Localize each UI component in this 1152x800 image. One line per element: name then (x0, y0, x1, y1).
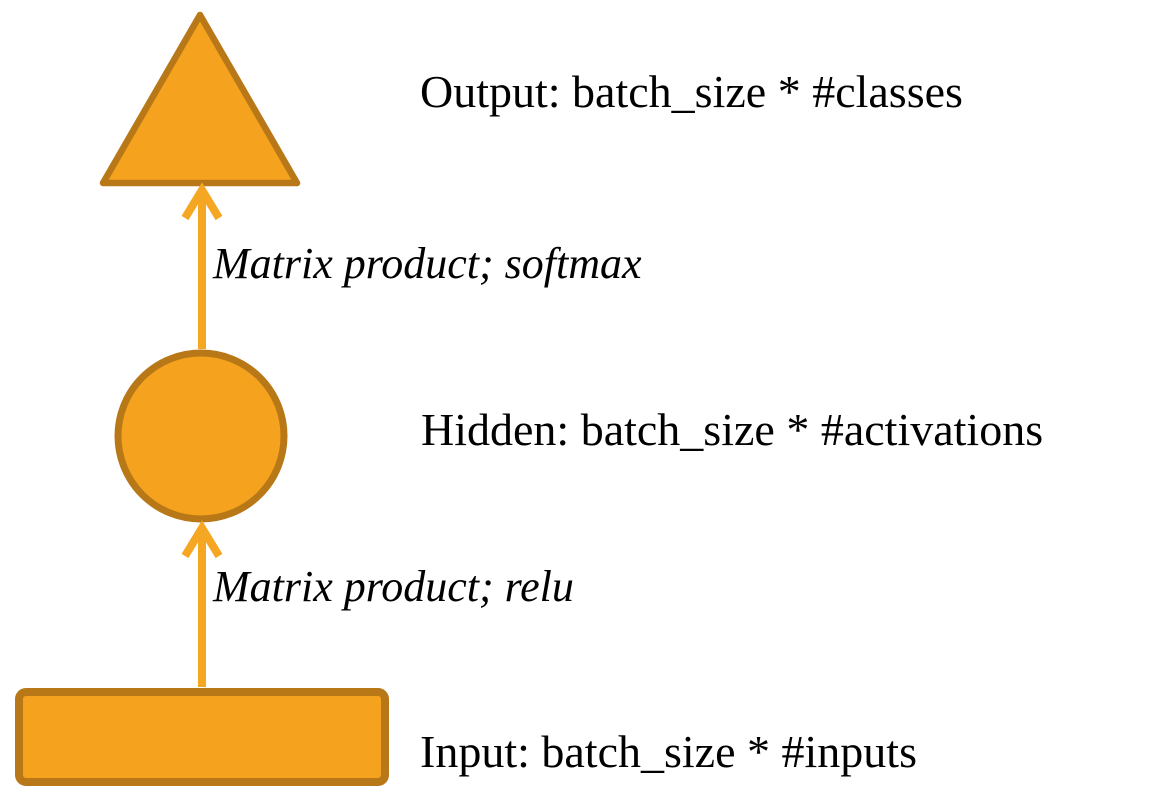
softmax-edge-label: Matrix product; softmax (213, 239, 642, 288)
input-label: Input: batch_size * #inputs (420, 726, 917, 777)
hidden-label: Hidden: batch_size * #activations (421, 404, 1044, 455)
arrow-hidden-to-output-icon (181, 182, 223, 349)
output-triangle (99, 11, 301, 187)
input-rectangle (15, 688, 389, 786)
relu-edge-label: Matrix product; relu (213, 562, 574, 611)
arrow-input-to-hidden-icon (181, 520, 223, 687)
hidden-circle (114, 349, 288, 523)
output-label: Output: batch_size * #classes (420, 66, 963, 117)
